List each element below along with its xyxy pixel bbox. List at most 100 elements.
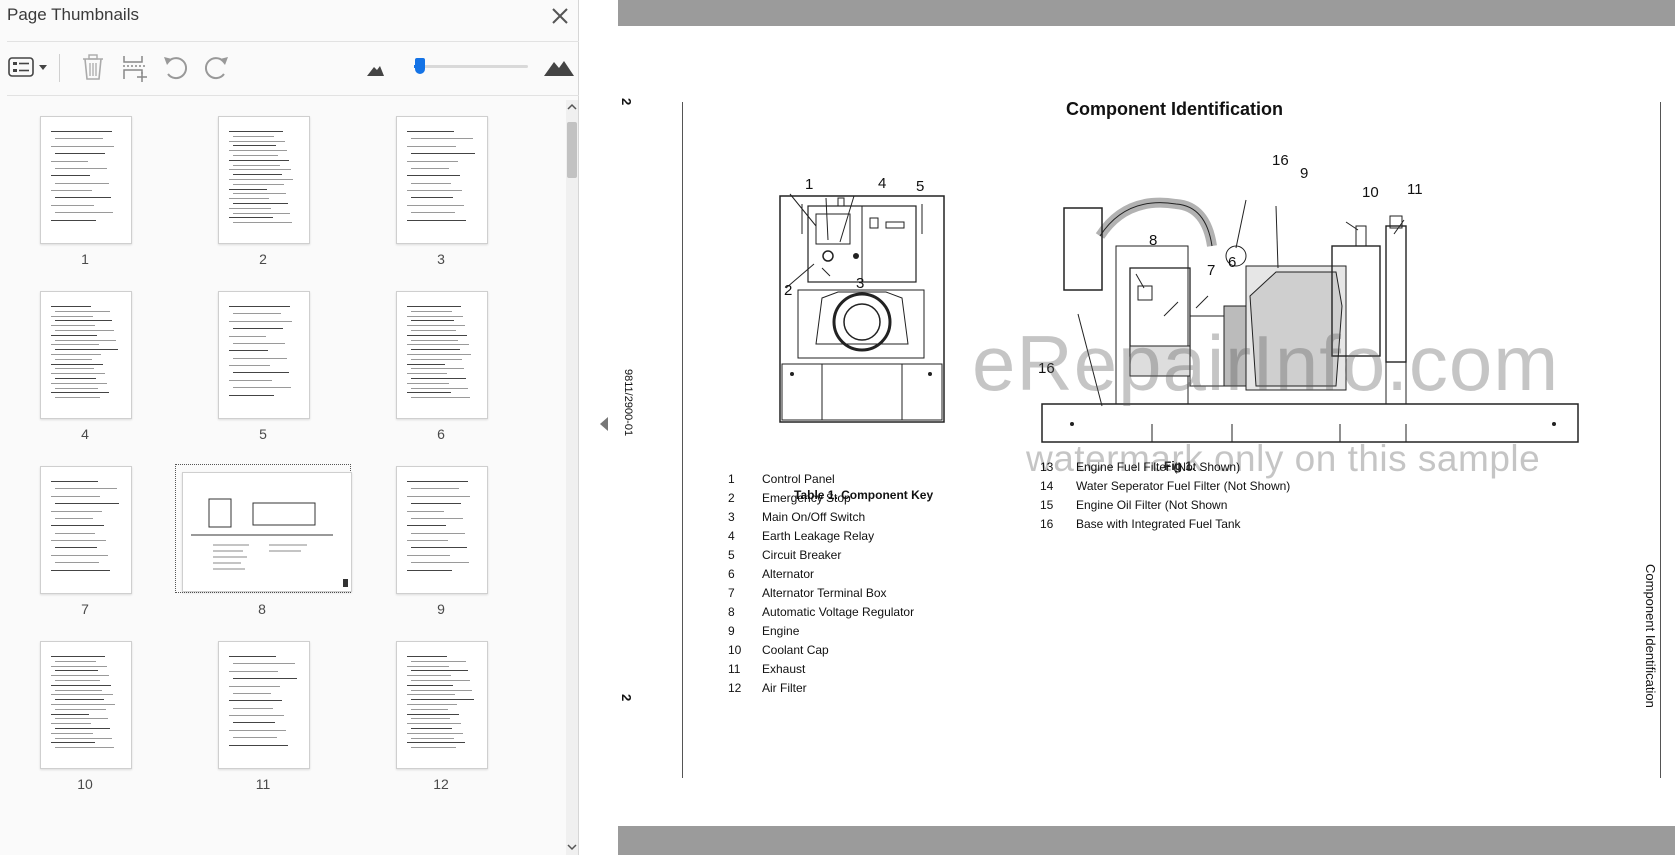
slider-thumb[interactable]: [414, 58, 425, 74]
thumbnail-text-line: [411, 378, 466, 379]
zoom-in-thumbnails-button[interactable]: [543, 52, 575, 82]
thumbnail-page-number: 12: [433, 776, 449, 792]
thumbnail-text-line: [229, 365, 270, 367]
thumbnail-text-line: [229, 670, 278, 672]
thumbnail-text-line: [407, 684, 453, 686]
thumbnail-text-line: [55, 728, 110, 729]
thumbnail-text-line: [233, 183, 284, 185]
thumbnail-text-line: [407, 325, 465, 327]
thumbnail-text-line: [55, 680, 100, 681]
key-description: Main On/Off Switch: [762, 510, 866, 524]
close-panel-button[interactable]: [548, 4, 572, 28]
thumbnail-text-line: [407, 204, 464, 206]
thumbnail-text-line: [55, 699, 104, 701]
thumbnail-text-line: [411, 680, 470, 681]
thumbnail-image: [218, 116, 310, 244]
thumbnail-text-line: [407, 145, 456, 147]
thumbnail-text-line: [51, 344, 99, 346]
thumbnail-text-line: [51, 306, 91, 307]
callout-6: 6: [1228, 254, 1237, 271]
list-options-icon: [8, 57, 47, 77]
thumbnail-text-line: [55, 212, 113, 214]
thumbnail-text-line: [51, 540, 106, 542]
table-title: Table 1. Component Key: [794, 488, 934, 502]
thumbnail-text-line: [51, 392, 109, 394]
delete-pages-button[interactable]: [78, 52, 108, 82]
zoom-out-thumbnails-button[interactable]: [364, 52, 386, 82]
chevron-down-icon: [39, 65, 47, 70]
triangle-left-icon: [600, 417, 608, 431]
thumbnail-page-12[interactable]: [0, 100, 190, 285]
thumbnail-image: [396, 116, 488, 244]
thumbnail-text-line: [55, 197, 111, 199]
thumbnail-text-line: [51, 713, 89, 715]
key-number: 9: [728, 624, 735, 638]
thumbnail-options-button[interactable]: [6, 52, 50, 82]
thumbnail-text-line: [55, 138, 103, 140]
thumbnail-text-line: [229, 207, 271, 209]
thumbnail-text-line: [51, 675, 109, 677]
callout-16: 16: [1038, 360, 1055, 377]
thumbnail-image: [40, 116, 132, 244]
key-number: 3: [728, 510, 735, 524]
thumbnail-text-line: [411, 349, 460, 351]
thumbnail-text-line: [407, 525, 446, 527]
rotate-counterclockwise-button[interactable]: [160, 52, 190, 82]
thumbnail-text-line: [411, 689, 472, 691]
thumbnail-text-line: [233, 145, 276, 147]
thumbnail-text-line: [51, 694, 113, 696]
thumbnail-text-line: [229, 350, 268, 352]
scroll-up-button[interactable]: [566, 100, 578, 114]
thumbnail-figure-preview: [191, 498, 348, 587]
thumbnail-text-line: [51, 204, 94, 206]
thumbnail-image: [40, 641, 132, 769]
rotate-clockwise-button[interactable]: [202, 52, 232, 82]
thumbnail-text-line: [411, 368, 464, 370]
key-description: Air Filter: [762, 681, 807, 695]
callout-4: 4: [878, 175, 887, 192]
small-mountain-icon: [367, 66, 384, 76]
insert-pages-button[interactable]: [120, 52, 150, 82]
collapse-panel-button[interactable]: [598, 414, 610, 434]
key-number: 2: [728, 491, 735, 505]
thumbnail-scrollbar[interactable]: [566, 100, 578, 855]
thumbnail-text-line: [411, 670, 468, 672]
thumbnail-text-line: [51, 569, 110, 571]
thumbnail-text-line: [55, 330, 114, 331]
scroll-thumb[interactable]: [567, 122, 577, 178]
callout-2: 2: [784, 282, 793, 299]
figure-caption: Fig 1.: [1164, 459, 1196, 473]
key-number: 7: [728, 586, 735, 600]
thumbnail-text-line: [407, 481, 468, 482]
thumbnail-text-line: [229, 188, 267, 190]
thumbnail-image: [218, 291, 310, 419]
key-description: Circuit Breaker: [762, 548, 842, 562]
thumbnail-text-line: [407, 656, 447, 657]
thumbnail-text-line: [229, 140, 285, 142]
scroll-down-button[interactable]: [566, 840, 578, 854]
thumbnail-text-line: [407, 665, 449, 667]
thumbnail-text-line: [229, 198, 269, 200]
key-number: 10: [728, 643, 742, 657]
thumbnail-image: [40, 291, 132, 419]
thumbnail-size-slider[interactable]: [414, 65, 528, 68]
key-number: 12: [728, 681, 742, 695]
thumbnail-text-line: [411, 747, 456, 749]
thumbnail-text-line: [229, 744, 288, 746]
key-description: Engine Fuel Filter (Not Shown): [1076, 460, 1241, 474]
key-description: Emergency Stop: [762, 491, 851, 505]
thumbnail-page-number: 6: [437, 426, 445, 442]
thumbnail-text-line: [55, 737, 112, 739]
thumbnail-text-line: [55, 562, 99, 564]
thumbnail-text-line: [55, 349, 118, 351]
thumbnail-text-line: [233, 678, 297, 680]
thumbnail-text-line: [411, 532, 465, 534]
thumbnail-text-line: [411, 320, 454, 322]
callout-8: 8: [1149, 232, 1158, 249]
thumbnail-text-line: [51, 334, 97, 336]
thumbnail-text-line: [411, 718, 450, 720]
thumbnail-text-line: [407, 554, 450, 556]
thumbnail-text-line: [229, 320, 292, 322]
thumbnail-text-line: [407, 569, 452, 571]
key-description: Engine Oil Filter (Not Shown: [1076, 498, 1228, 512]
